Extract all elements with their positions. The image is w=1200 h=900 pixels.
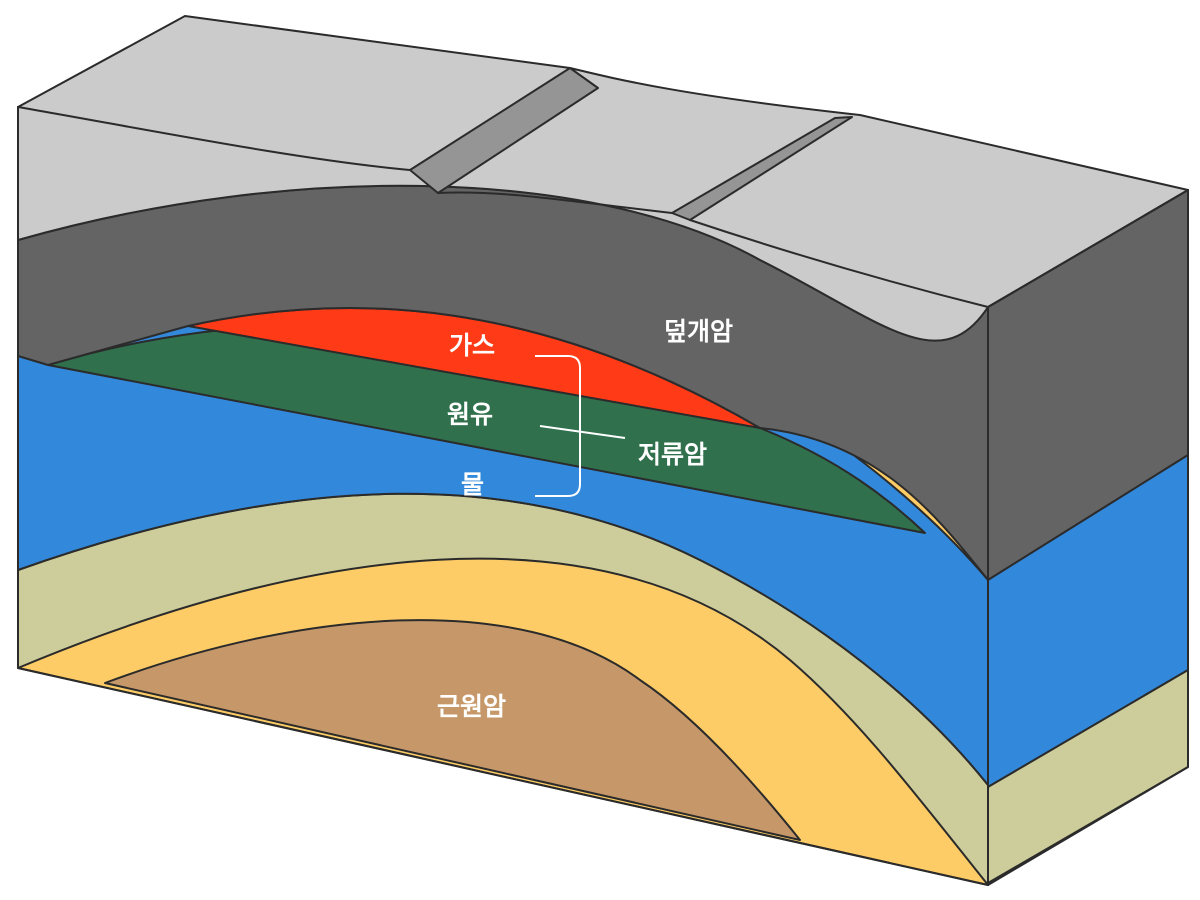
oil-label: 원유 (447, 400, 493, 429)
source-rock-layer (104, 619, 801, 841)
top-surface (17, 15, 1189, 342)
top-surface-face (17, 15, 1189, 342)
reservoir-rock-label: 저류암 (638, 440, 707, 469)
cap-rock-label: 덮개암 (664, 317, 733, 346)
gas-label: 가스 (449, 331, 495, 360)
edge-top-right (987, 189, 1189, 308)
water-label: 물 (461, 470, 484, 499)
side-face (987, 189, 1189, 884)
reservoir-rock-callout (535, 355, 626, 497)
fault-scarp-right (671, 116, 853, 221)
block-edges (17, 106, 1189, 886)
front-face (17, 106, 989, 886)
callout-bracket (535, 355, 581, 497)
surface-contour-middle (437, 191, 673, 214)
source-rock-label: 근원암 (437, 692, 506, 721)
fault-scarp-left (409, 67, 599, 194)
surface-contour-left (17, 106, 411, 171)
callout-oil-line (539, 425, 626, 439)
surface-contour-right (689, 219, 989, 308)
